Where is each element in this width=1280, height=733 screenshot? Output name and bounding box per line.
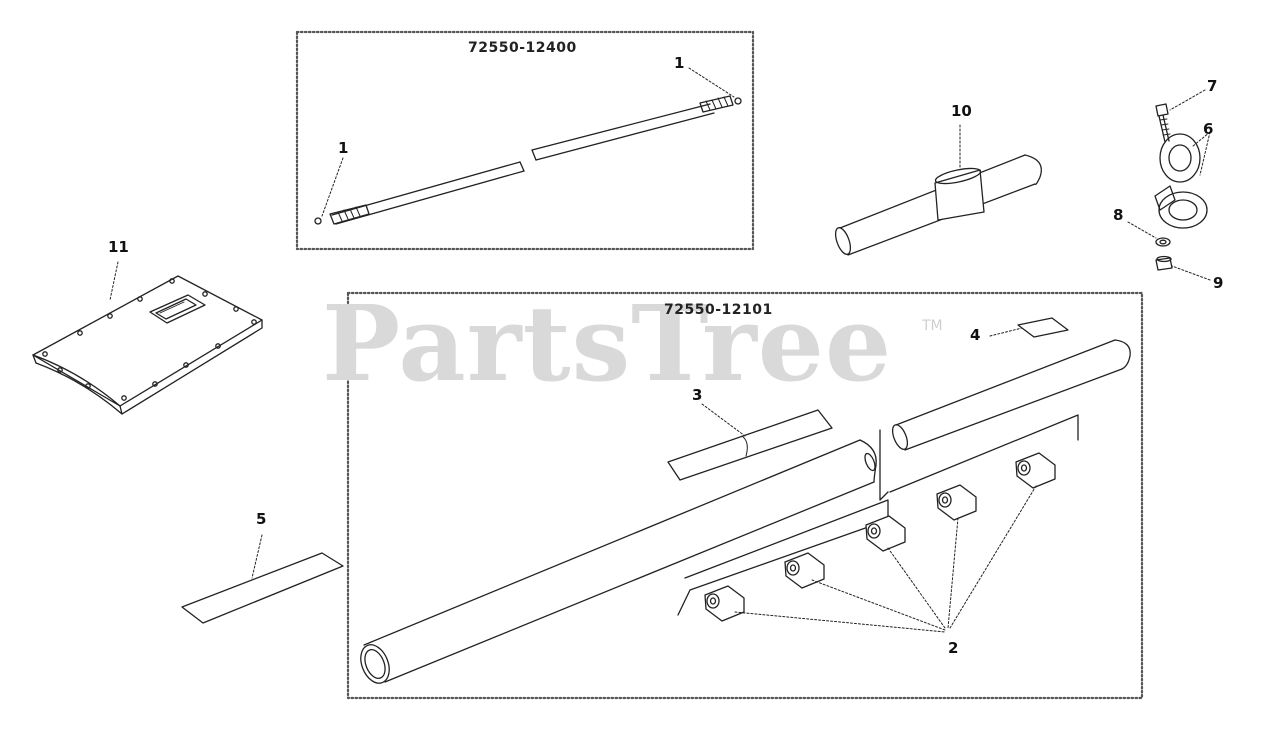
- part-10-tube: [834, 124, 1042, 256]
- trademark-mark: TM: [922, 318, 943, 334]
- upper-assembly-part-number: 72550-12400: [468, 40, 577, 56]
- part-3-label: [667, 403, 833, 481]
- callout-4: 4: [970, 326, 981, 344]
- callout-3: 3: [692, 386, 703, 404]
- callout-9: 9: [1213, 274, 1224, 292]
- callout-11: 11: [108, 238, 129, 256]
- lower-assembly-frame: [346, 291, 1144, 700]
- watermark: PartsTree: [322, 282, 893, 405]
- leader-lines-upper: [321, 67, 735, 217]
- drive-shaft: [314, 95, 742, 225]
- clamp-hardware: [1127, 89, 1211, 281]
- part-4-label: [989, 317, 1069, 338]
- callout-6: 6: [1203, 120, 1214, 138]
- callout-8: 8: [1113, 206, 1124, 224]
- main-tube: [360, 439, 877, 684]
- upper-tube-sleeve: [879, 339, 1131, 501]
- callout-10: 10: [951, 102, 972, 120]
- callout-7: 7: [1207, 77, 1218, 95]
- part-2-spacers: [677, 452, 1056, 633]
- callout-5: 5: [256, 510, 267, 528]
- upper-assembly-frame: [295, 30, 755, 251]
- callout-2: 2: [948, 639, 959, 657]
- part-5-label: [181, 534, 344, 624]
- callout-1-left: 1: [338, 139, 349, 157]
- callout-1-right: 1: [674, 54, 685, 72]
- lower-assembly-part-number: 72550-12101: [664, 302, 773, 318]
- part-11-cover: [32, 261, 263, 415]
